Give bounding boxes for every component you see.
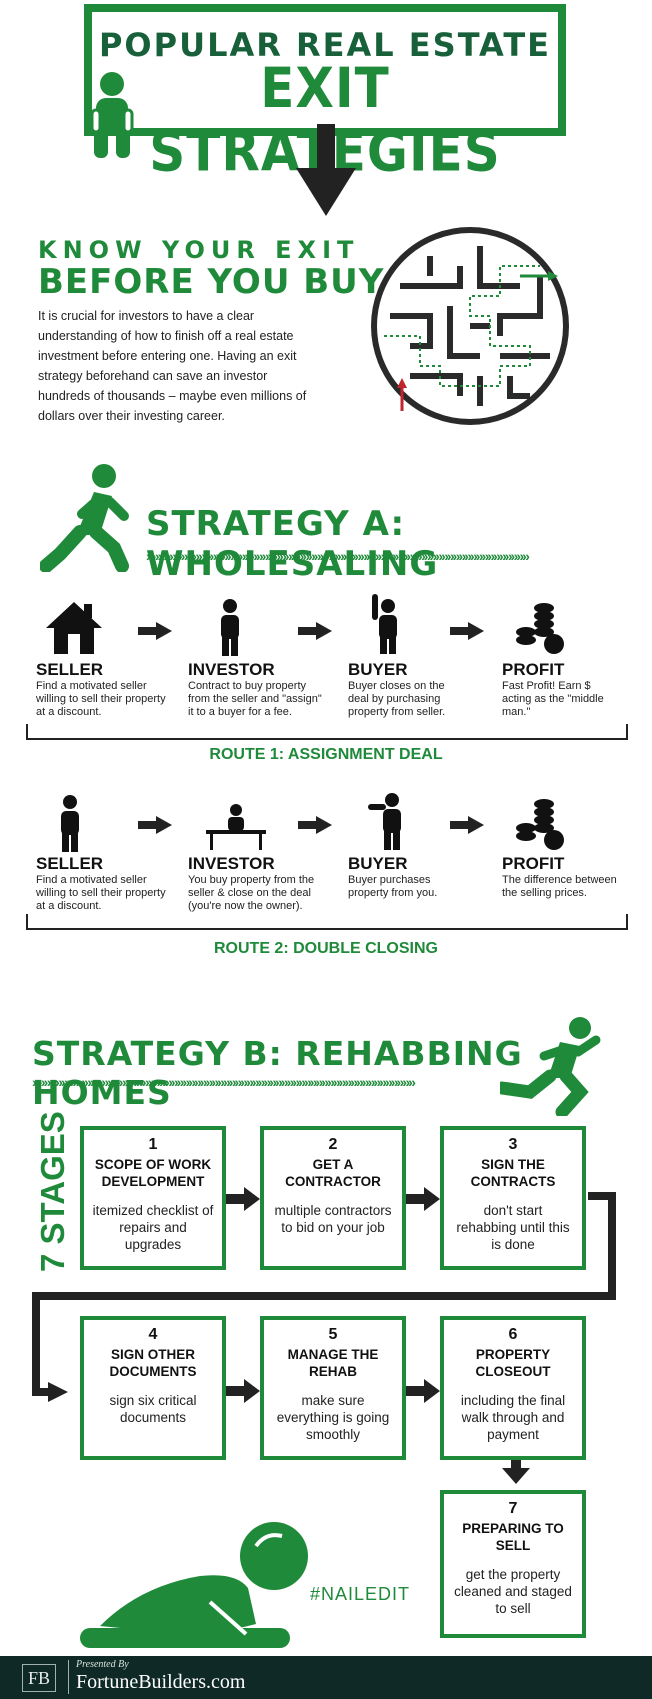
arrow-right-icon: [138, 816, 172, 834]
buyer-heading: BUYER: [348, 854, 408, 873]
fb-logo: FB: [22, 1664, 56, 1692]
coins-icon: [516, 799, 564, 850]
running-person-icon: [40, 464, 129, 572]
resting-person-icon: [80, 1522, 308, 1648]
stage-connectors: [32, 1187, 616, 1484]
hashtag-text: #NAILEDIT: [310, 1584, 411, 1604]
arrow-right-icon: [298, 622, 332, 640]
stage-title: MANAGE THE REHAB: [287, 1347, 379, 1379]
stage-number: 3: [508, 1136, 518, 1153]
running-person-icon: [500, 1017, 601, 1116]
stage-2-box: 2 GET A CONTRACTOR multiple contractors …: [260, 1126, 406, 1270]
before-you-buy-heading: BEFORE YOU BUY: [38, 262, 385, 302]
down-arrow-icon: [296, 124, 356, 216]
buyer-heading: BUYER: [348, 660, 408, 679]
stage-3-box: 3 SIGN THE CONTRACTS don't start rehabbi…: [440, 1126, 586, 1270]
coins-icon: [516, 603, 564, 654]
investor-heading: INVESTOR: [188, 854, 275, 873]
stage-desc: get the property cleaned and staged to s…: [454, 1567, 572, 1616]
stage-number: 4: [148, 1326, 158, 1343]
stage-5-box: 5 MANAGE THE REHAB make sure everything …: [260, 1316, 406, 1460]
seller-heading: SELLER: [36, 854, 104, 873]
stage-4-box: 4 SIGN OTHER DOCUMENTS sign six critical…: [80, 1316, 226, 1460]
investor-desc: You buy property from the seller & close…: [188, 874, 315, 912]
title-line-1: POPULAR REAL ESTATE: [98, 26, 552, 64]
stage-title: SCOPE OF WORK DEVELOPMENT: [94, 1157, 212, 1189]
buyer-icon: [368, 793, 401, 850]
arrow-right-icon: [450, 816, 484, 834]
stage-desc: multiple contractors to bid on your job: [274, 1203, 392, 1235]
sitting-person-icon: [90, 72, 134, 158]
route-2-label: ROUTE 2: DOUBLE CLOSING: [213, 940, 438, 957]
arrow-right-icon: [298, 816, 332, 834]
stage-desc: don't start rehabbing until this is done: [456, 1203, 570, 1252]
strategy-a-title: STRATEGY A: WHOLESALING: [146, 504, 439, 584]
footer-divider: [68, 1660, 69, 1694]
stage-desc: make sure everything is going smoothly: [276, 1393, 390, 1442]
stage-7-box: 7 PREPARING TO SELL get the property cle…: [440, 1490, 586, 1638]
route-bracket: [26, 914, 628, 930]
investor-icon: [221, 599, 239, 656]
title-box: POPULAR REAL ESTATE EXIT STRATEGIES: [84, 4, 566, 184]
strategy-b-title: STRATEGY B: REHABBING HOMES: [32, 1034, 523, 1112]
stage-title: PROPERTY CLOSEOUT: [475, 1347, 551, 1379]
stage-desc: including the final walk through and pay…: [460, 1393, 566, 1442]
stage-title: SIGN OTHER DOCUMENTS: [109, 1347, 197, 1379]
profit-desc: Fast Profit! Earn $ acting as the "middl…: [502, 680, 604, 718]
maze-icon: [371, 227, 569, 425]
presented-by-text: Presented By: [76, 1659, 129, 1670]
route-2: SELLER Find a motivated seller willing t…: [0, 790, 652, 960]
seller-person-icon: [61, 795, 79, 852]
chevron-divider: »»»»»»»»»»»»»»»»»»»»»»»»»»»»»»»»»»»»»»»»…: [146, 548, 530, 564]
profit-heading: PROFIT: [502, 660, 565, 679]
know-your-exit-body: It is crucial for investors to have a cl…: [38, 309, 307, 423]
stage-number: 2: [328, 1136, 338, 1153]
stage-number: 7: [508, 1500, 518, 1517]
route-1-label: ROUTE 1: ASSIGNMENT DEAL: [209, 746, 443, 763]
house-icon: [46, 602, 102, 654]
buyer-desc: Buyer closes on the deal by purchasing p…: [348, 680, 446, 718]
stage-number: 5: [328, 1326, 338, 1343]
seller-desc: Find a motivated seller willing to sell …: [36, 680, 166, 718]
buyer-icon: [372, 594, 397, 654]
stage-title: SIGN THE CONTRACTS: [470, 1157, 556, 1189]
profit-desc: The difference between the selling price…: [502, 874, 617, 899]
stage-title: PREPARING TO SELL: [462, 1521, 564, 1553]
stage-number: 6: [508, 1326, 518, 1343]
chevron-divider: »»»»»»»»»»»»»»»»»»»»»»»»»»»»»»»»»»»»»»»»…: [32, 1074, 416, 1090]
arrow-right-icon: [138, 622, 172, 640]
seller-desc: Find a motivated seller willing to sell …: [36, 874, 166, 912]
know-your-exit-heading: KNOW YOUR EXIT: [38, 236, 360, 264]
stage-6-box: 6 PROPERTY CLOSEOUT including the final …: [440, 1316, 586, 1460]
route-bracket: [26, 724, 628, 740]
route-1: SELLER Find a motivated seller willing t…: [0, 594, 652, 764]
stage-desc: itemized checklist of repairs and upgrad…: [92, 1203, 214, 1252]
stage-desc: sign six critical documents: [109, 1393, 197, 1425]
footer: FB Presented By FortuneBuilders.com: [0, 1656, 652, 1699]
investor-desk-icon: [206, 804, 266, 850]
stage-number: 1: [148, 1136, 158, 1153]
stage-title: GET A CONTRACTOR: [285, 1157, 381, 1189]
stage-1-box: 1 SCOPE OF WORK DEVELOPMENT itemized che…: [80, 1126, 226, 1270]
investor-heading: INVESTOR: [188, 660, 275, 679]
profit-heading: PROFIT: [502, 854, 565, 873]
buyer-desc: Buyer purchases property from you.: [348, 874, 438, 899]
seller-heading: SELLER: [36, 660, 104, 679]
arrow-right-icon: [450, 622, 484, 640]
investor-desc: Contract to buy property from the seller…: [188, 680, 322, 718]
fortunebuilders-link[interactable]: FortuneBuilders.com: [76, 1671, 246, 1693]
